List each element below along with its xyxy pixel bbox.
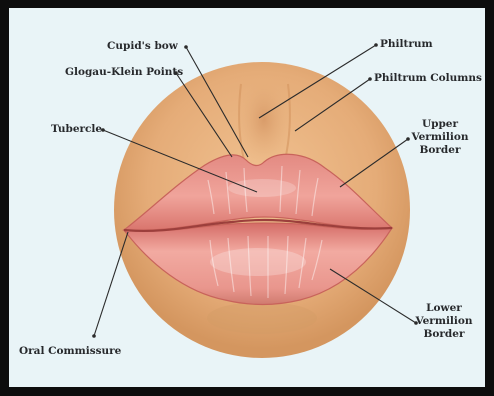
leader-oral-commissure — [94, 232, 128, 336]
label-upper-line-1: Upper — [408, 118, 472, 131]
label-lower-line-2: Vermilion — [412, 315, 476, 328]
label-cupids-bow: Cupid's bow — [107, 40, 178, 53]
label-upper-vermilion-border: Upper Vermilion Border — [408, 118, 472, 157]
label-upper-line-2: Vermilion — [408, 131, 472, 144]
label-philtrum: Philtrum — [380, 38, 433, 51]
label-lower-line-3: Border — [412, 328, 476, 341]
label-philtrum-columns: Philtrum Columns — [374, 72, 482, 85]
label-upper-line-3: Border — [408, 144, 472, 157]
label-lower-vermilion-border: Lower Vermilion Border — [412, 302, 476, 341]
label-tubercle: Tubercle — [51, 123, 102, 136]
label-glogau-klein-points: Glogau-Klein Points — [65, 66, 183, 79]
label-oral-commissure: Oral Commissure — [19, 345, 121, 358]
label-lower-line-1: Lower — [412, 302, 476, 315]
philtrum-shape — [236, 74, 292, 166]
